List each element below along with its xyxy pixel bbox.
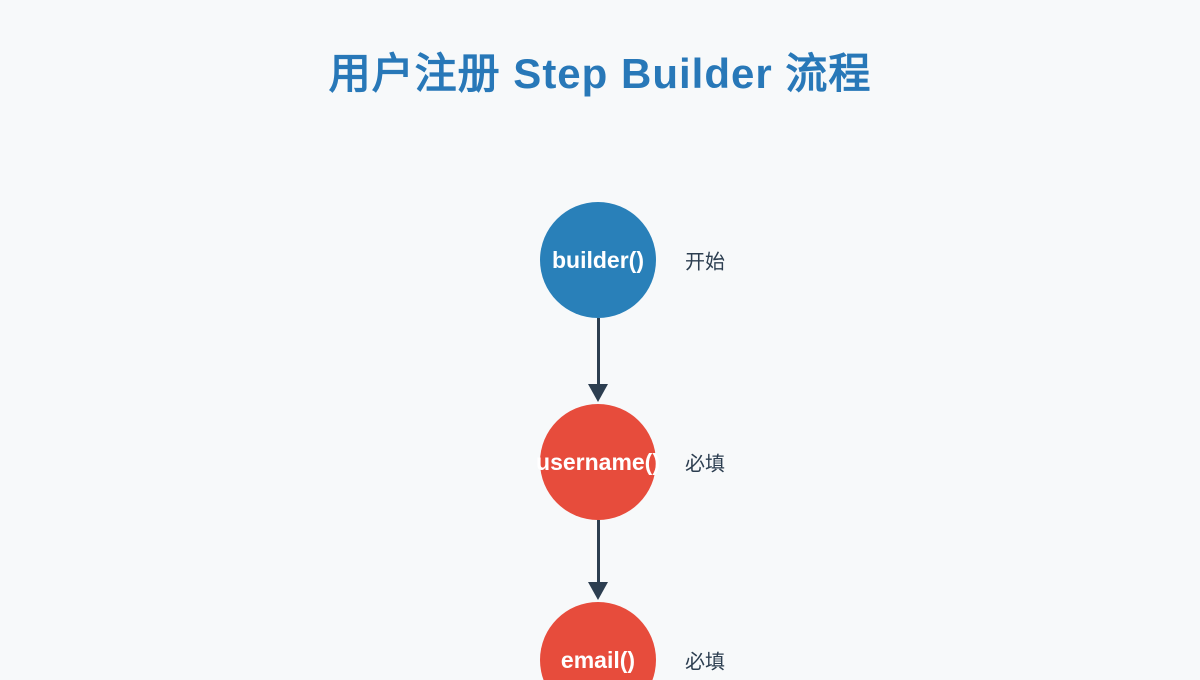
node-circle-email: email() xyxy=(540,602,656,680)
node-side-label-email: 必填 xyxy=(685,651,725,674)
node-label-username: username() xyxy=(536,448,660,475)
flow-node-username: username() 必填 xyxy=(536,404,725,520)
flow-arrow-1 xyxy=(588,318,608,402)
arrow-line xyxy=(596,318,600,384)
flow-node-email: email() 必填 xyxy=(540,602,725,680)
flow-arrow-2 xyxy=(588,520,608,600)
node-side-label-username: 必填 xyxy=(685,453,725,476)
page-title: 用户注册 Step Builder 流程 xyxy=(328,50,872,97)
node-circle-username: username() xyxy=(536,404,660,520)
node-label-builder: builder() xyxy=(552,246,644,273)
node-circle-builder: builder() xyxy=(540,202,656,318)
node-side-label-builder: 开始 xyxy=(685,251,725,274)
node-label-email: email() xyxy=(560,646,636,673)
arrow-down-icon xyxy=(588,582,608,600)
arrow-down-icon xyxy=(588,384,608,402)
arrow-line xyxy=(596,520,600,582)
flow-node-builder: builder() 开始 xyxy=(540,202,725,318)
